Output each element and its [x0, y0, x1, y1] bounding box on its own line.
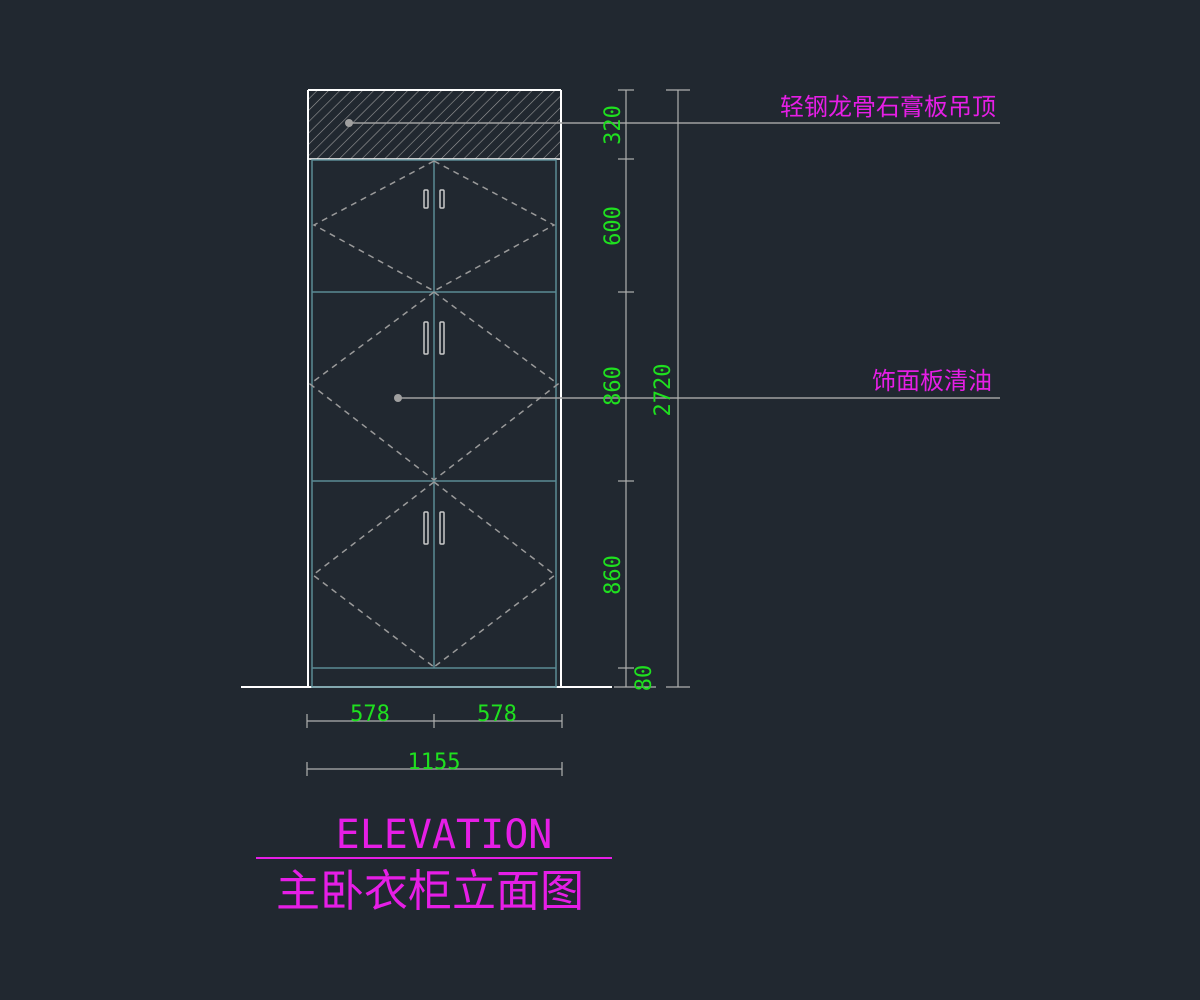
horizontal-dimension-chain	[306, 714, 563, 776]
callout-panel-label: 饰面板清油	[872, 367, 992, 395]
dim-860-lower: 860	[601, 555, 626, 595]
dim-860-upper: 860	[601, 366, 626, 406]
dim-2720: 2720	[651, 364, 676, 417]
callout-ceiling	[345, 119, 1000, 127]
dim-600: 600	[601, 206, 626, 246]
callout-panel	[394, 394, 1000, 402]
title-chinese: 主卧衣柜立面图	[276, 866, 584, 917]
handle	[423, 189, 429, 209]
dim-578-right: 578	[477, 702, 517, 727]
cabinet-outline	[307, 89, 562, 687]
callout-ceiling-label: 轻钢龙骨石膏板吊顶	[780, 93, 996, 121]
handle	[423, 321, 429, 355]
handle	[439, 189, 445, 209]
cabinet-inner-frame	[311, 159, 557, 688]
dim-320: 320	[601, 105, 626, 145]
dim-1155: 1155	[408, 750, 461, 775]
door-swing-lines	[308, 160, 560, 668]
dim-578-left: 578	[350, 702, 390, 727]
vertical-dimension-chain	[614, 89, 690, 688]
door-handles	[423, 189, 445, 545]
handle	[423, 511, 429, 545]
title-english: ELEVATION	[336, 812, 553, 858]
dim-80: 80	[632, 665, 657, 692]
handle	[439, 321, 445, 355]
handle	[439, 511, 445, 545]
